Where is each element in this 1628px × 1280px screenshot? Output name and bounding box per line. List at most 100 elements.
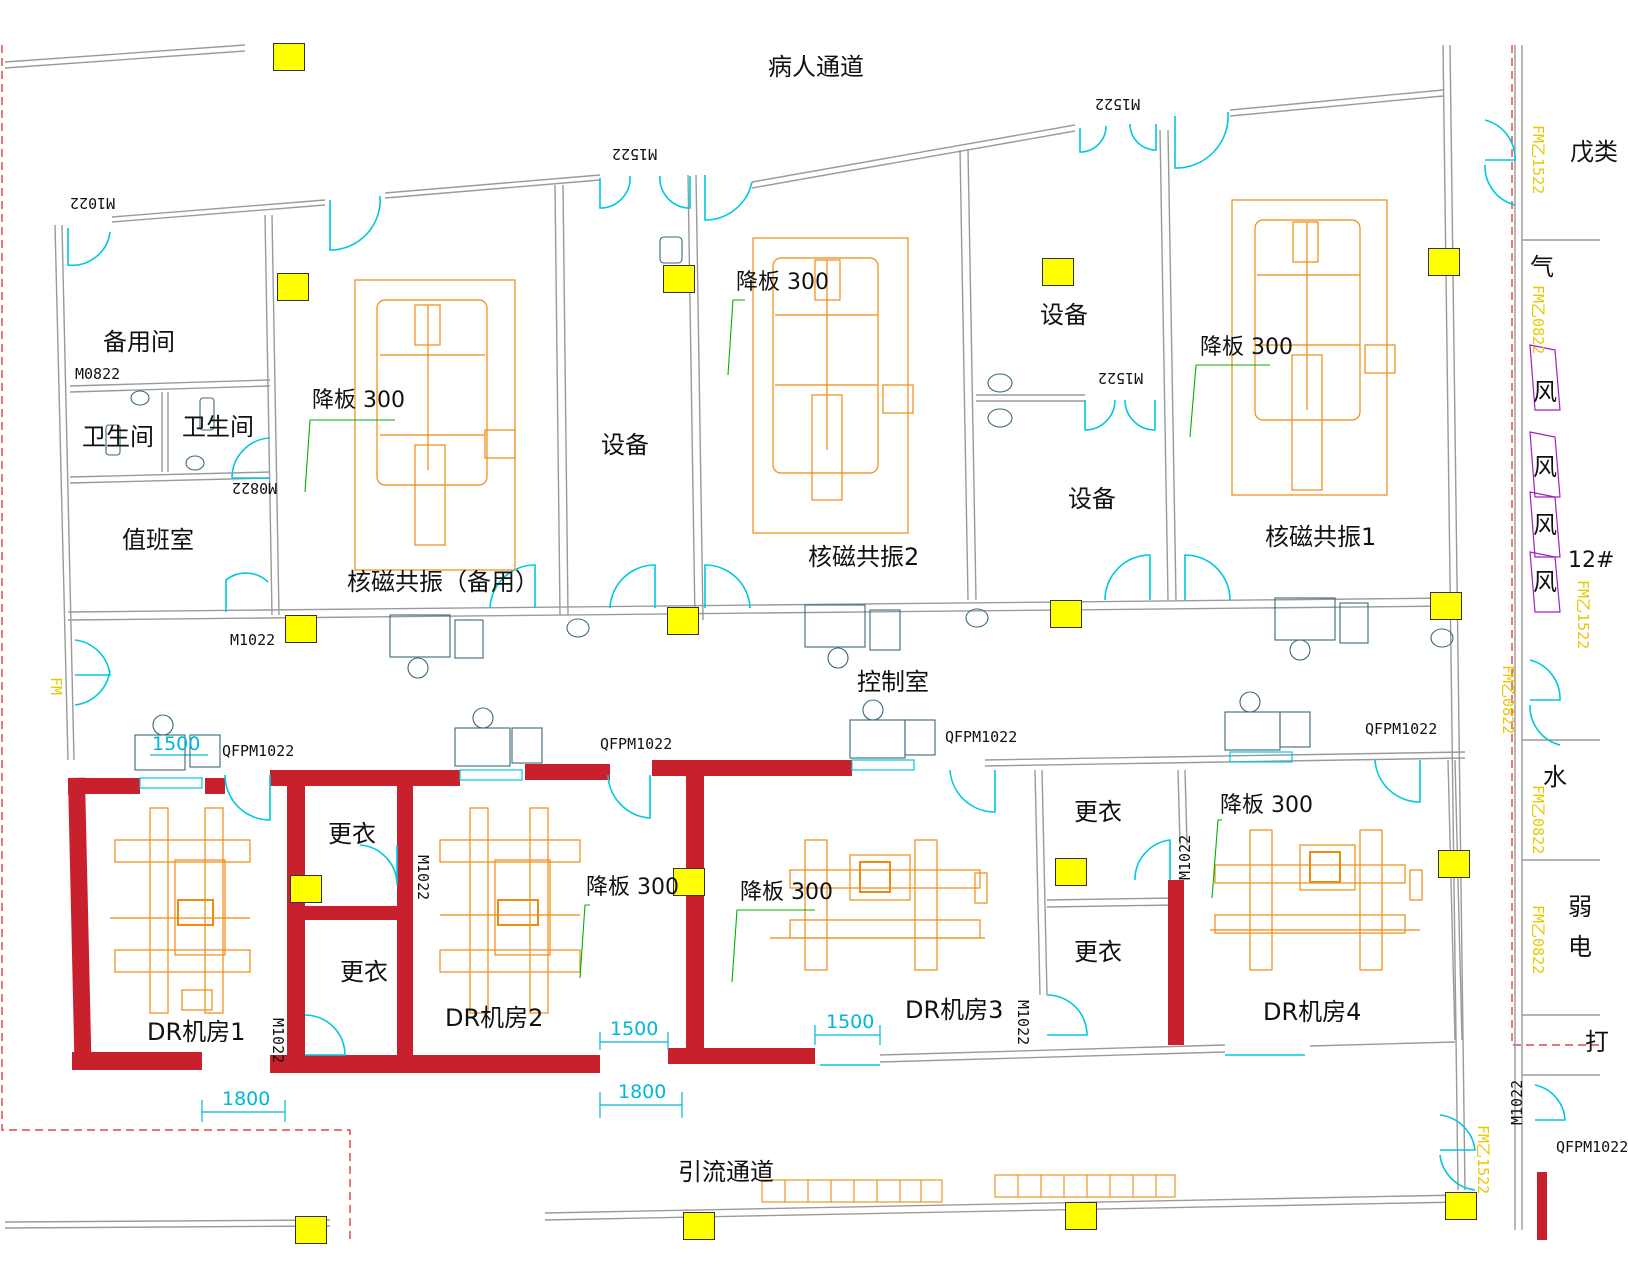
right-label-wind: 风 — [1533, 453, 1557, 481]
right-label-gas: 气 — [1530, 253, 1554, 281]
slab-note: 降板 300 — [740, 880, 833, 905]
column — [1428, 248, 1460, 276]
column — [290, 875, 322, 903]
right-label-wind: 风 — [1533, 568, 1557, 596]
dimension-value: 1500 — [152, 733, 201, 755]
side-code: FM乙1522 — [1574, 580, 1592, 650]
column — [673, 868, 705, 896]
room-label-changing-c: 更衣 — [1074, 798, 1122, 826]
dr2-machine — [439, 807, 581, 1014]
column — [1065, 1202, 1097, 1230]
column — [1055, 858, 1087, 886]
room-label-duty: 值班室 — [122, 526, 194, 554]
door-code: M1022 — [70, 194, 116, 212]
control-room-label: 控制室 — [857, 668, 929, 696]
room-label-mri-spare: 核磁共振（备用） — [347, 568, 539, 596]
room-label-changing-d: 更衣 — [1074, 938, 1122, 966]
sinks — [105, 236, 1454, 648]
column — [1438, 850, 1470, 878]
right-label-elec: 电 — [1568, 933, 1592, 961]
room-label-equipment-b: 设备 — [1040, 301, 1088, 329]
corridor-label-drainage: 引流通道 — [678, 1158, 774, 1186]
doors — [67, 111, 1566, 1191]
slab-note: 降板 300 — [1220, 793, 1313, 818]
side-code: FM乙0822 — [1499, 665, 1517, 735]
mri-machines — [354, 199, 1396, 571]
room-label-changing-a: 更衣 — [328, 820, 376, 848]
control-desks — [134, 597, 1369, 771]
dr4-machine — [1210, 829, 1423, 971]
room-label-dr-2: DR机房2 — [445, 1004, 544, 1032]
side-code: FM乙1522 — [1529, 125, 1547, 195]
door-code: M1022 — [414, 855, 432, 901]
dr1-machine — [110, 807, 251, 1014]
dimension-value: 1800 — [618, 1081, 667, 1103]
slab-note: 降板 300 — [312, 388, 405, 413]
column — [295, 1216, 327, 1244]
column — [1050, 600, 1082, 628]
right-label-cut: 打 — [1585, 1028, 1609, 1056]
door-code: M1522 — [612, 145, 658, 163]
column — [1430, 592, 1462, 620]
column — [273, 43, 305, 71]
room-label-dr-1: DR机房1 — [147, 1018, 246, 1046]
slab-leaders — [304, 299, 1270, 983]
room-label-dr-3: DR机房3 — [905, 996, 1004, 1024]
room-label-changing-b: 更衣 — [340, 958, 388, 986]
door-code: M1522 — [1098, 369, 1144, 387]
column — [1042, 258, 1074, 286]
slab-note: 降板 300 — [1200, 335, 1293, 360]
right-label-cut: 戊类 — [1570, 138, 1618, 166]
room-label-equipment-c: 设备 — [1068, 485, 1116, 513]
door-sills — [139, 751, 1293, 789]
door-code: QFPM1022 — [222, 742, 295, 760]
door-code: M1022 — [1014, 1000, 1032, 1046]
dr3-machine — [770, 839, 988, 971]
door-code: QFPM1022 — [1556, 1138, 1628, 1156]
door-code: QFPM1022 — [600, 735, 673, 753]
side-code: FM乙0822 — [1529, 905, 1547, 975]
door-code: M1522 — [1095, 95, 1141, 113]
room-label-dr-4: DR机房4 — [1263, 998, 1362, 1026]
right-label-elevator: 12# — [1568, 548, 1615, 573]
room-label-wc-2: 卫生间 — [182, 413, 254, 441]
column — [663, 265, 695, 293]
corridor-label-patient: 病人通道 — [768, 53, 864, 81]
door-code: M0822 — [232, 479, 278, 497]
room-label-mri-1: 核磁共振1 — [1265, 523, 1377, 551]
slab-note: 降板 300 — [736, 270, 829, 295]
right-label-weak: 弱 — [1568, 893, 1592, 921]
side-code: FM乙0822 — [1529, 285, 1547, 355]
room-label-equipment-a: 设备 — [601, 431, 649, 459]
room-label-mri-2: 核磁共振2 — [808, 543, 920, 571]
column — [277, 273, 309, 301]
side-code: FM — [47, 677, 65, 696]
column — [285, 615, 317, 643]
dimension-value: 1800 — [222, 1088, 271, 1110]
door-code: QFPM1022 — [1365, 720, 1438, 738]
door-code: M1022 — [1176, 834, 1194, 880]
dimension-value: 1500 — [610, 1018, 659, 1040]
right-label-wind: 风 — [1533, 378, 1557, 406]
bottom-panels — [761, 1174, 1176, 1203]
site-boundary — [1, 45, 1600, 1240]
right-label-wind: 风 — [1533, 511, 1557, 539]
slab-note: 降板 300 — [586, 875, 679, 900]
room-label-spare: 备用间 — [103, 328, 175, 356]
column — [683, 1212, 715, 1240]
dimension-value: 1500 — [826, 1011, 875, 1033]
dr-machines — [110, 807, 1423, 1014]
door-code: M1022 — [269, 1018, 287, 1064]
side-code: FM乙0822 — [1529, 785, 1547, 855]
mri2-machine — [752, 237, 914, 534]
door-code: M1022 — [230, 631, 276, 649]
door-code: QFPM1022 — [945, 728, 1018, 746]
dimension-lines — [150, 754, 881, 1122]
shielded-walls — [67, 760, 1547, 1240]
door-code: M1022 — [1508, 1079, 1526, 1125]
column — [1445, 1192, 1477, 1220]
mri-spare-machine — [354, 279, 516, 571]
room-label-wc-1: 卫生间 — [82, 423, 154, 451]
door-code: M0822 — [75, 365, 121, 383]
right-strip-symbols — [1529, 344, 1561, 613]
